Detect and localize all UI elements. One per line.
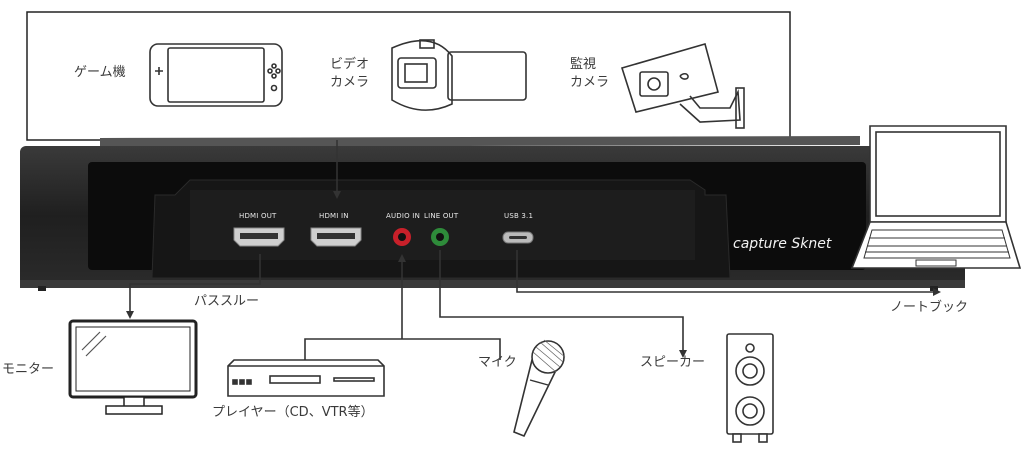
usb-port <box>502 231 534 244</box>
player-icon <box>227 359 385 397</box>
hdmi-in-port <box>310 227 362 247</box>
speaker-icon <box>726 333 774 443</box>
usb-line <box>516 250 941 296</box>
monitor-label: モニター <box>2 362 55 377</box>
connection-lines <box>126 140 941 360</box>
monitor-icon <box>68 319 198 415</box>
hdmi-out-port-label: HDMI OUT <box>239 212 277 220</box>
line-out-jack <box>431 228 449 246</box>
laptop-icon <box>850 125 1022 269</box>
audio-in-jack <box>393 228 411 246</box>
line-out-line <box>439 250 687 358</box>
hdmi-in-port-label: HDMI IN <box>319 212 349 220</box>
security-camera-label: 監視 カメラ <box>570 56 609 92</box>
notebook-label: ノートブック <box>890 300 969 315</box>
passthrough-line <box>126 254 261 319</box>
game-console-label: ゲーム機 <box>74 65 126 80</box>
mic-label: マイク <box>478 355 517 370</box>
security-camera-label-line1: 監視 <box>570 57 597 72</box>
security-camera-icon <box>620 43 745 129</box>
video-camera-label: ビデオ カメラ <box>330 56 369 92</box>
video-camera-label-line2: カメラ <box>330 75 370 90</box>
video-camera-label-line1: ビデオ <box>330 57 370 72</box>
passthrough-label: パススルー <box>194 294 260 309</box>
audio-sources-line <box>304 338 501 360</box>
speaker-label: スピーカー <box>640 355 706 370</box>
hdmi-out-port <box>233 227 285 247</box>
video-camera-icon <box>391 39 527 111</box>
usb-port-label: USB 3.1 <box>504 212 534 220</box>
capture-device <box>20 136 965 291</box>
game-console-icon <box>149 43 283 107</box>
microphone-icon <box>513 339 566 438</box>
audio-in-port-label: AUDIO IN <box>386 212 421 220</box>
source-devices-box <box>26 11 791 141</box>
security-camera-label-line2: カメラ <box>570 75 610 90</box>
player-label: プレイヤー（CD、VTR等） <box>212 405 374 420</box>
line-out-port-label: LINE OUT <box>424 212 459 220</box>
brand-logo: capture Sknet <box>733 236 832 252</box>
